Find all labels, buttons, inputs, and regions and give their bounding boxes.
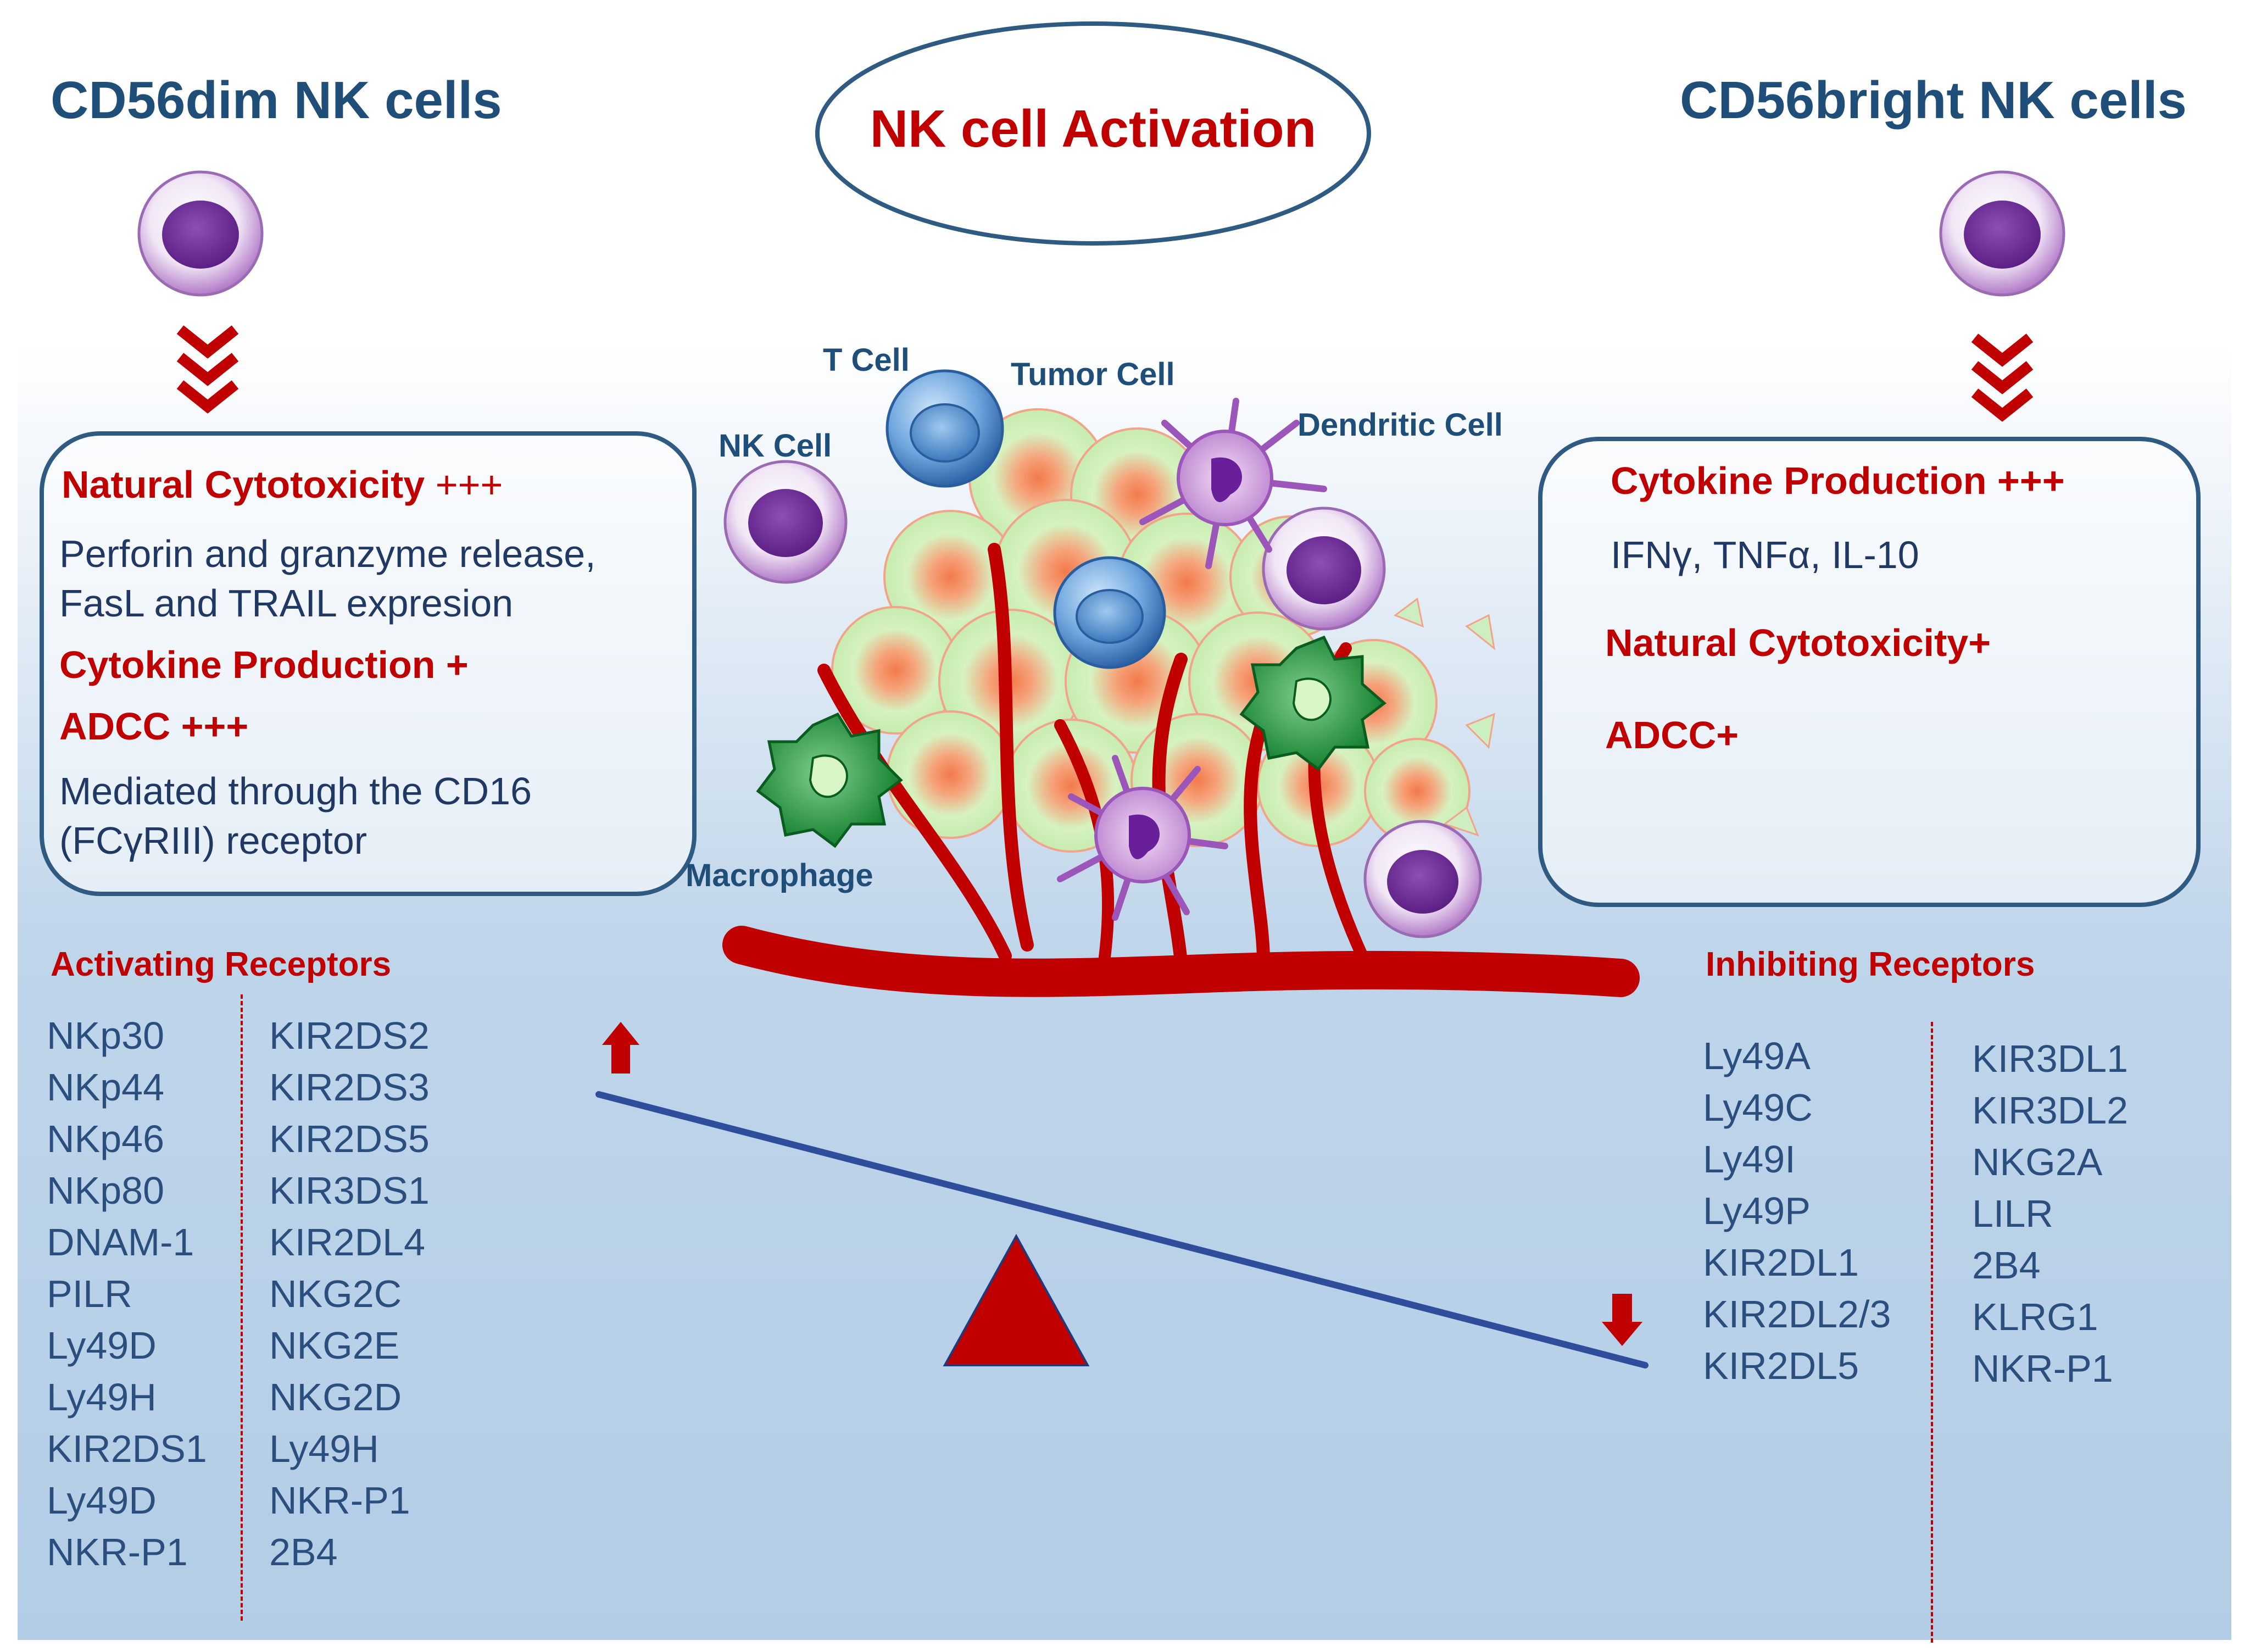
- receptor-item: KIR2DS2: [269, 1014, 430, 1057]
- receptor-item: KIR2DS1: [47, 1427, 207, 1470]
- balance-fulcrum: [943, 1233, 1090, 1366]
- cd56dim-nk-cell-icon: [137, 170, 264, 297]
- nk-cell-left: [723, 460, 848, 584]
- right-chevrons-icon: [1971, 333, 2034, 422]
- receptor-item: Ly49H: [47, 1376, 157, 1419]
- cd56bright-nk-cell-icon: [1939, 170, 2065, 297]
- macrophage-label: Macrophage: [686, 858, 873, 893]
- receptor-item: 2B4: [1972, 1244, 2041, 1287]
- nk-cell-right: [1262, 507, 1386, 631]
- dim-cytotoxicity-detail-2: FasL and TRAIL expresion: [59, 582, 514, 625]
- arrow-up-icon: [602, 1022, 639, 1073]
- receptor-item: KIR2DS5: [269, 1117, 430, 1160]
- dim-adcc-detail-1: Mediated through the CD16: [59, 770, 532, 813]
- receptor-item: NKG2A: [1972, 1141, 2103, 1183]
- receptor-item: Ly49H: [269, 1427, 379, 1470]
- left-chevrons-icon: [176, 325, 239, 414]
- macrophage-left: [756, 712, 903, 848]
- receptor-item: KIR2DL5: [1703, 1344, 1859, 1387]
- receptor-item: DNAM-1: [47, 1221, 194, 1264]
- bright-cytotoxicity-heading: Natural Cytotoxicity+: [1605, 621, 1991, 664]
- receptor-item: NKG2E: [269, 1324, 400, 1367]
- receptor-item: KIR2DS3: [269, 1066, 430, 1109]
- receptor-item: Ly49D: [47, 1479, 157, 1522]
- bright-cytokine-detail: IFNγ, TNFα, IL-10: [1611, 533, 1919, 576]
- arrow-down-icon: [1602, 1294, 1642, 1346]
- dendritic-cell-top: [1139, 398, 1327, 569]
- activation-ellipse: [815, 21, 1371, 246]
- dim-adcc-heading: ADCC +++: [59, 705, 249, 748]
- receptor-item: NKG2C: [269, 1272, 402, 1315]
- receptor-item: Ly49P: [1703, 1189, 1811, 1232]
- receptor-item: NKp30: [47, 1014, 165, 1057]
- dim-cytotoxicity-heading: Natural Cytotoxicity: [62, 463, 425, 506]
- nk-cell-bottom: [1363, 820, 1482, 938]
- bright-adcc-heading: ADCC+: [1605, 714, 1739, 757]
- receptor-item: Ly49C: [1703, 1086, 1813, 1129]
- dim-cytotoxicity-detail-1: Perforin and granzyme release,: [59, 532, 596, 575]
- activating-receptors-title: Activating Receptors: [51, 945, 392, 983]
- receptor-item: KIR3DS1: [269, 1169, 430, 1212]
- bright-cytokine-heading: Cytokine Production +++: [1611, 459, 2065, 502]
- receptor-item: KIR2DL4: [269, 1221, 426, 1264]
- receptor-item: Ly49A: [1703, 1034, 1811, 1077]
- activation-title: NK cell Activation: [870, 99, 1317, 158]
- receptor-item: KLRG1: [1972, 1295, 2098, 1338]
- balance-beam: [595, 1091, 1648, 1369]
- cd56bright-function-box: [1538, 437, 2201, 907]
- receptor-item: KIR2DL2/3: [1703, 1293, 1891, 1336]
- receptor-item: 2B4: [269, 1531, 338, 1573]
- receptor-item: KIR3DL2: [1972, 1089, 2129, 1132]
- receptor-item: NKp44: [47, 1066, 165, 1109]
- receptor-item: NKR-P1: [47, 1531, 188, 1573]
- receptor-item: NKp80: [47, 1169, 165, 1212]
- receptor-item: KIR3DL1: [1972, 1037, 2129, 1080]
- inhibiting-divider: [1931, 1022, 1933, 1643]
- receptor-item: KIR2DL1: [1703, 1241, 1859, 1284]
- receptor-item: Ly49D: [47, 1324, 157, 1367]
- dim-cytotoxicity-suffix: +++: [435, 463, 503, 506]
- dendritic-cell-label: Dendritic Cell: [1297, 407, 1503, 443]
- nk-cell-label: NK Cell: [719, 428, 832, 464]
- receptor-item: NKp46: [47, 1117, 165, 1160]
- receptor-item: PILR: [47, 1272, 132, 1315]
- receptor-item: NKR-P1: [269, 1479, 410, 1522]
- receptor-item: Ly49I: [1703, 1138, 1796, 1181]
- receptor-balance-scale: [595, 1022, 1648, 1369]
- macrophage-right: [1239, 635, 1386, 771]
- dim-adcc-detail-2: (FCγRIII) receptor: [59, 819, 367, 862]
- cd56dim-title: CD56dim NK cells: [51, 71, 502, 130]
- receptor-item: LILR: [1972, 1192, 2053, 1235]
- dendritic-cell-bottom: [1057, 755, 1228, 921]
- inhibiting-receptors-title: Inhibiting Receptors: [1706, 945, 2035, 983]
- t-cell-label: T Cell: [823, 342, 910, 378]
- cd56bright-title: CD56bright NK cells: [1680, 71, 2187, 130]
- receptor-item: NKG2D: [269, 1376, 402, 1419]
- dim-cytotoxicity-line: Natural Cytotoxicity +++: [62, 463, 503, 507]
- dim-cytokine-heading: Cytokine Production +: [59, 643, 469, 686]
- tumor-cell-label: Tumor Cell: [1011, 357, 1175, 392]
- t-cell-top: [885, 369, 1004, 488]
- t-cell-center: [1053, 556, 1166, 669]
- receptor-item: NKR-P1: [1972, 1347, 2113, 1390]
- cd56dim-function-box: [40, 431, 697, 896]
- activating-divider: [241, 994, 243, 1621]
- tumor-microenvironment-illustration: [722, 369, 1640, 997]
